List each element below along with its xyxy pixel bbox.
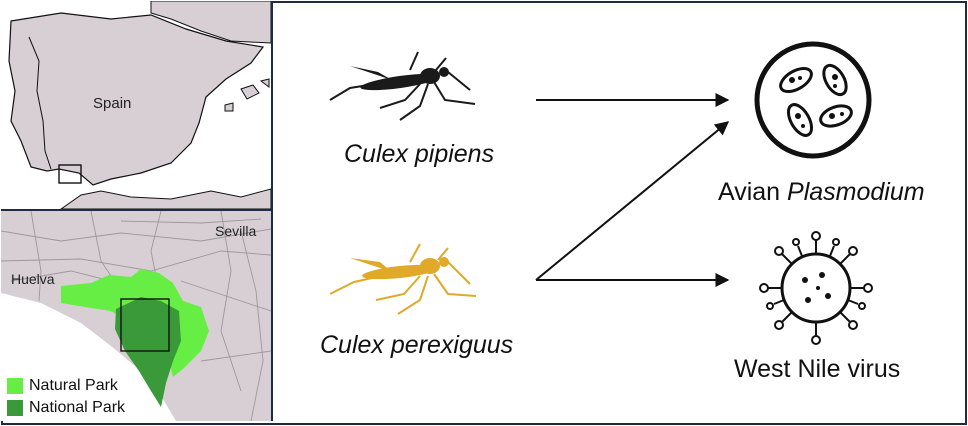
culex-perexiguus-mosquito-icon [329,243,477,315]
arrow-perexiguus-to-plasmodium [535,121,730,281]
huelva-label: Huelva [11,271,55,287]
legend-label: Natural Park [29,377,118,394]
spain-map-svg [1,1,271,209]
spain-overview-map: Spain [1,1,271,211]
culex-perexiguus-label: Culex perexiguus [320,331,514,359]
plasmodium-genus: Plasmodium [787,178,925,206]
map-panel: Spain [1,1,273,421]
legend-natural-park: Natural Park [7,377,118,395]
avian-plasmodium-label: Avian Plasmodium [718,178,925,207]
west-nile-virus-icon [759,231,873,345]
plasmodium-prefix: Avian [718,178,788,206]
legend-national-park: National Park [7,399,125,417]
legend-label: National Park [29,399,126,416]
donana-detail-map: Sevilla Huelva Natural Park National Par… [1,211,271,421]
study-area-box [58,164,82,184]
culex-pipiens-label: Culex pipiens [344,140,495,168]
sevilla-label: Sevilla [215,223,257,239]
detail-map-svg [1,211,271,421]
national-park-area [115,297,181,407]
spain-label: Spain [93,95,132,112]
west-nile-virus-label: West Nile virus [734,355,901,383]
natural-park-swatch [7,378,23,394]
detail-box [120,298,170,352]
plasmodium-cell-icon [754,41,872,159]
national-park-swatch [7,400,23,416]
culex-pipiens-mosquito-icon [329,51,476,121]
